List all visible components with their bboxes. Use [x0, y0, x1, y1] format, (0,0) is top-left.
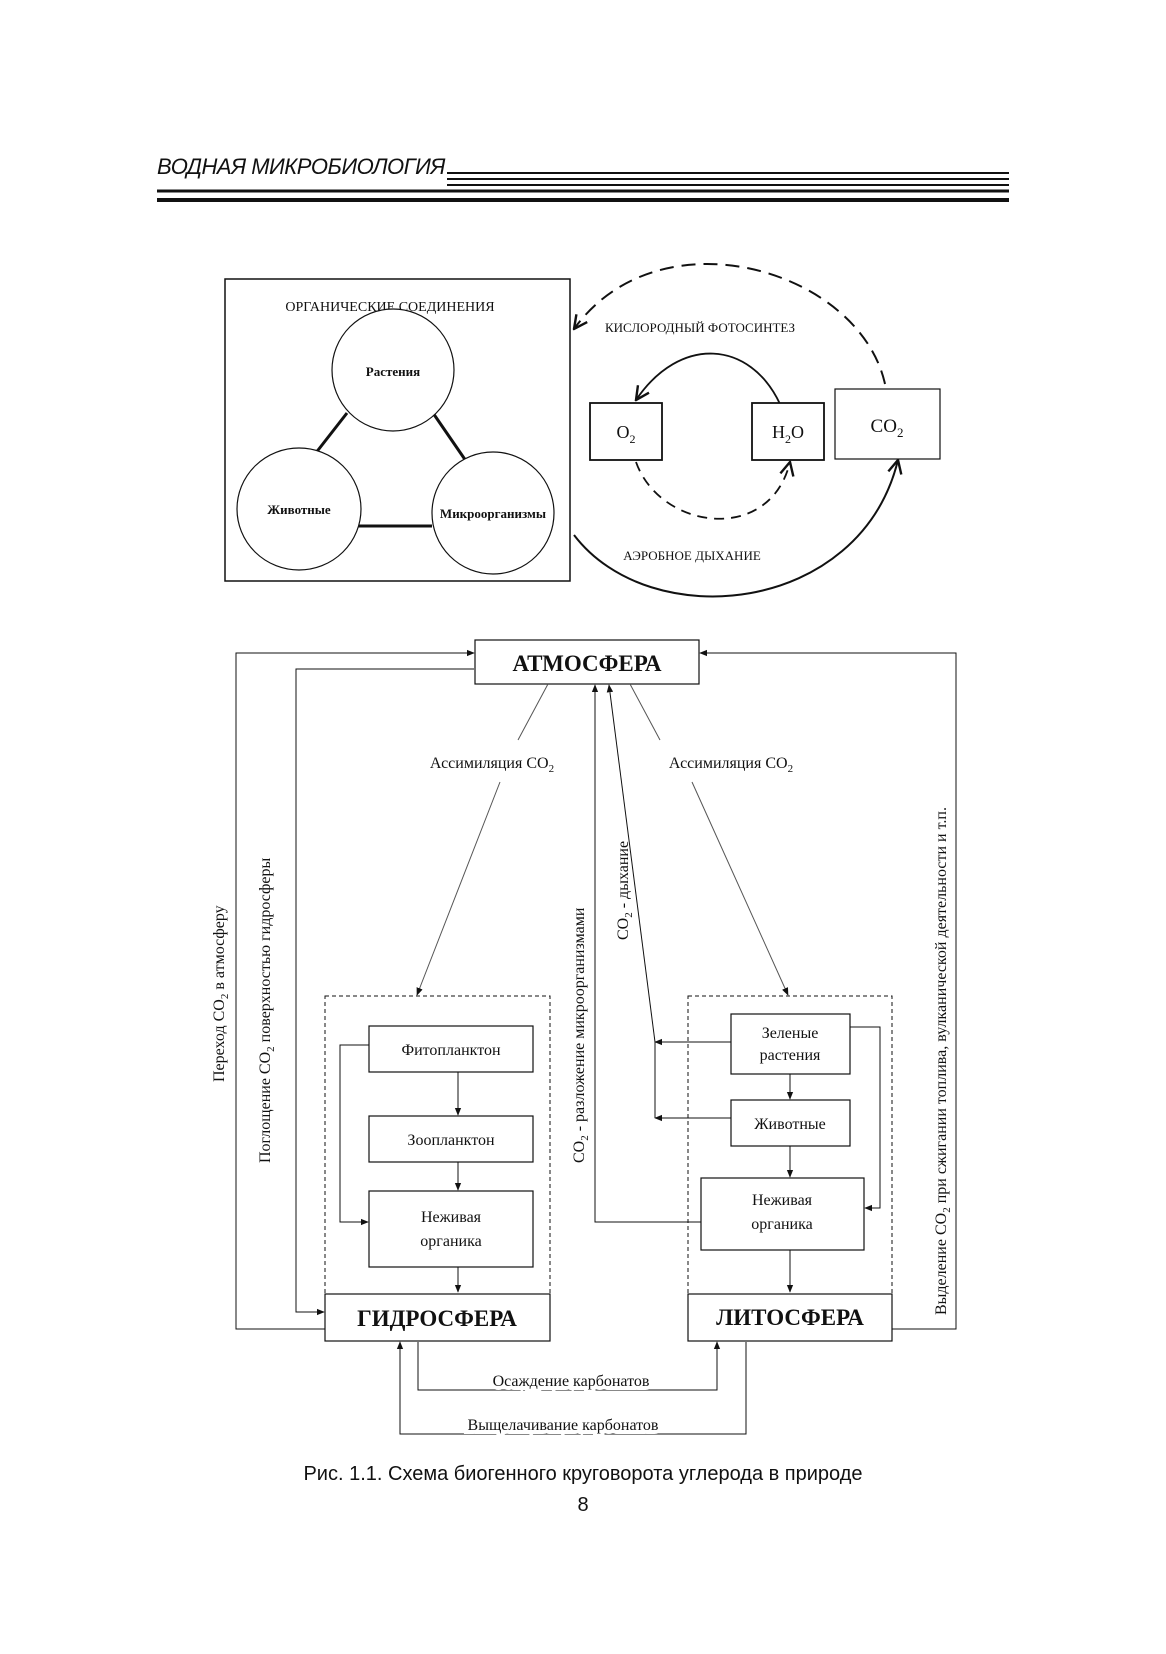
- plants-label: Растения: [366, 364, 420, 379]
- animals-box: [730, 1099, 851, 1147]
- triangle-edge-plants-microorganisms: [431, 412, 468, 462]
- leaching-label: Выщелачивание карбонатов: [468, 1417, 659, 1434]
- absorption-line: [295, 668, 474, 1316]
- h2o-box: [751, 402, 825, 461]
- assimilation-arrow-right: [691, 781, 789, 996]
- o2-box: [589, 402, 663, 461]
- hydrosphere-box: [324, 1293, 551, 1342]
- running-header-title: ВОДНАЯ МИКРОБИОЛОГИЯ: [157, 154, 445, 179]
- animals-circle: [236, 447, 362, 571]
- sedimentation-label: Осаждение карбонатов: [493, 1373, 650, 1390]
- organic-compounds-box: [224, 278, 571, 582]
- header-rules: [157, 172, 1009, 202]
- page-number: 8: [577, 1494, 589, 1516]
- absorption-vertical-label: Поглощение CO2 поверхностью гидросферы: [257, 857, 277, 1163]
- green-plants-label-2: растения: [760, 1047, 821, 1064]
- lithosphere-label: ЛИТОСФЕРА: [716, 1305, 864, 1330]
- animals-label: Животные: [267, 502, 331, 517]
- co2-box: [834, 388, 941, 460]
- photosynthesis-label: КИСЛОРОДНЫЙ ФОТОСИНТЕЗ: [605, 320, 795, 335]
- plants-circle: [331, 308, 455, 432]
- respiration-vertical-label: CO2 - дыхание: [615, 841, 635, 940]
- dead-organic-label-hydro-2: органика: [420, 1233, 481, 1250]
- leaching-line: [396, 1341, 747, 1435]
- dead-organic-label-litho-1: Неживая: [752, 1192, 813, 1209]
- transfer-to-atmosphere-line: [235, 649, 475, 1330]
- zooplankton-box: [368, 1115, 534, 1163]
- arrow-phyto-dead: [339, 1044, 369, 1226]
- photosynthesis-arc: [574, 263, 886, 385]
- emission-line: [699, 649, 957, 1330]
- respiration-arrow-to-atmosphere: [606, 684, 656, 1043]
- triangle-edge-plants-animals: [313, 412, 349, 455]
- phytoplankton-label: Фитопланктон: [401, 1042, 501, 1059]
- assimilation-label-left: Ассимиляция CO2: [430, 755, 554, 775]
- dead-organic-label-hydro-1: Неживая: [421, 1209, 482, 1226]
- lithosphere-box: [687, 1293, 893, 1342]
- figure-caption: Рис. 1.1. Схема биогенного круговорота у…: [303, 1463, 863, 1485]
- microorganisms-circle: [431, 451, 555, 575]
- decomposition-vertical-label: CO2 - разложение микроорганизмами: [571, 907, 591, 1163]
- arrow-plants-dead: [850, 1026, 881, 1212]
- dead-organic-box-litho: [700, 1177, 865, 1251]
- phytoplankton-box: [368, 1025, 534, 1073]
- emission-vertical-label: Выделение CO2 при сжигании топлива, вулк…: [933, 807, 953, 1315]
- atmosphere-label: АТМОСФЕРА: [513, 651, 662, 676]
- microorganisms-label: Микроорганизмы: [440, 506, 546, 521]
- hydrosphere-label: ГИДРОСФЕРА: [357, 1306, 517, 1331]
- inner-solid-arc: [636, 352, 781, 405]
- organic-compounds-title: ОРГАНИЧЕСКИЕ СОЕДИНЕНИЯ: [285, 300, 494, 315]
- co2-label: CO2: [871, 416, 904, 440]
- dead-organic-label-litho-2: органика: [751, 1216, 812, 1233]
- respiration-arc: [573, 460, 898, 598]
- o2-label: O2: [617, 422, 636, 446]
- assimilation-arrow-left: [416, 781, 501, 996]
- respiration-label: АЭРОБНОЕ ДЫХАНИЕ: [623, 548, 761, 563]
- h2o-label: H2O: [772, 422, 804, 446]
- atmosphere-box: [474, 639, 700, 685]
- assimilation-label-right: Ассимиляция CO2: [669, 755, 793, 775]
- sedimentation-line: [417, 1341, 721, 1391]
- hydrosphere-dashed-group: [324, 995, 551, 1295]
- dead-organic-box-hydro: [368, 1190, 534, 1268]
- animals-label-litho: Животные: [754, 1116, 826, 1133]
- decomposition-line: [591, 684, 701, 1223]
- assimilation-line-right-top: [629, 683, 661, 741]
- green-plants-box: [730, 1013, 851, 1075]
- transfer-vertical-label: Переход CO2 в атмосферу: [211, 905, 231, 1082]
- inner-dashed-arc: [635, 462, 790, 520]
- zooplankton-label: Зоопланктон: [407, 1132, 495, 1149]
- green-plants-label-1: Зеленые: [762, 1025, 819, 1042]
- assimilation-line-left-top: [517, 683, 549, 741]
